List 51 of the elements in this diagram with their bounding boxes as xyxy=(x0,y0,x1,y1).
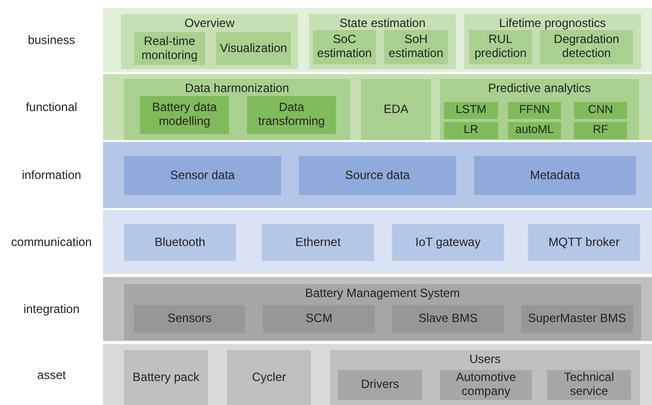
group-title: State estimation xyxy=(338,16,427,30)
component-box: Metadata xyxy=(474,156,636,195)
component-box: Source data xyxy=(299,156,456,195)
component-box: Degradation detection xyxy=(540,30,633,64)
group-box xyxy=(330,350,640,405)
group-title: Predictive analytics xyxy=(487,81,592,95)
component-box: Automotive company xyxy=(440,370,532,400)
group-title: Users xyxy=(468,352,502,366)
group-title: Battery Management System xyxy=(304,286,461,300)
component-box: Visualization xyxy=(216,32,291,65)
component-box: autoML xyxy=(508,122,561,139)
component-box: SoH estimation xyxy=(384,30,448,64)
component-box: EDA xyxy=(361,79,431,140)
group-box xyxy=(121,14,298,69)
component-box: Cycler xyxy=(227,350,311,405)
component-box: Drivers xyxy=(338,370,422,400)
component-box: RUL prediction xyxy=(469,30,532,64)
layer-label: functional xyxy=(24,100,78,114)
component-box: LSTM xyxy=(444,102,498,119)
layer-label: business xyxy=(26,33,76,47)
component-box: Sensor data xyxy=(124,156,281,195)
group-box xyxy=(124,79,350,140)
group-title: Data harmonization xyxy=(184,81,290,95)
group-box xyxy=(440,79,639,140)
layer-label: integration xyxy=(22,302,81,316)
component-box: Bluetooth xyxy=(124,224,236,261)
component-box: Real-time monitoring xyxy=(134,32,205,65)
component-box: SoC estimation xyxy=(313,30,376,64)
component-box: Data transforming xyxy=(247,96,336,134)
layer-label: information xyxy=(20,168,82,182)
layer-label: asset xyxy=(36,368,67,382)
component-box: Battery pack xyxy=(124,350,208,405)
component-box: SCM xyxy=(263,305,375,333)
group-box xyxy=(124,284,641,340)
group-box xyxy=(464,14,641,69)
component-box: SuperMaster BMS xyxy=(521,305,633,333)
layer-label: communication xyxy=(10,235,93,249)
component-box: Technical service xyxy=(547,370,631,400)
component-box: Slave BMS xyxy=(392,305,504,333)
component-box: LR xyxy=(444,122,498,139)
component-box: Ethernet xyxy=(262,224,374,261)
component-box: MQTT broker xyxy=(528,224,640,261)
group-title: Overview xyxy=(183,16,236,30)
component-box: IoT gateway xyxy=(392,224,504,261)
group-box xyxy=(309,14,456,69)
group-title: Lifetime prognostics xyxy=(498,16,607,30)
component-box: FFNN xyxy=(508,102,561,119)
component-box: Battery data modelling xyxy=(140,96,229,134)
component-box: RF xyxy=(574,122,627,139)
component-box: CNN xyxy=(574,102,627,119)
component-box: Sensors xyxy=(134,305,245,333)
